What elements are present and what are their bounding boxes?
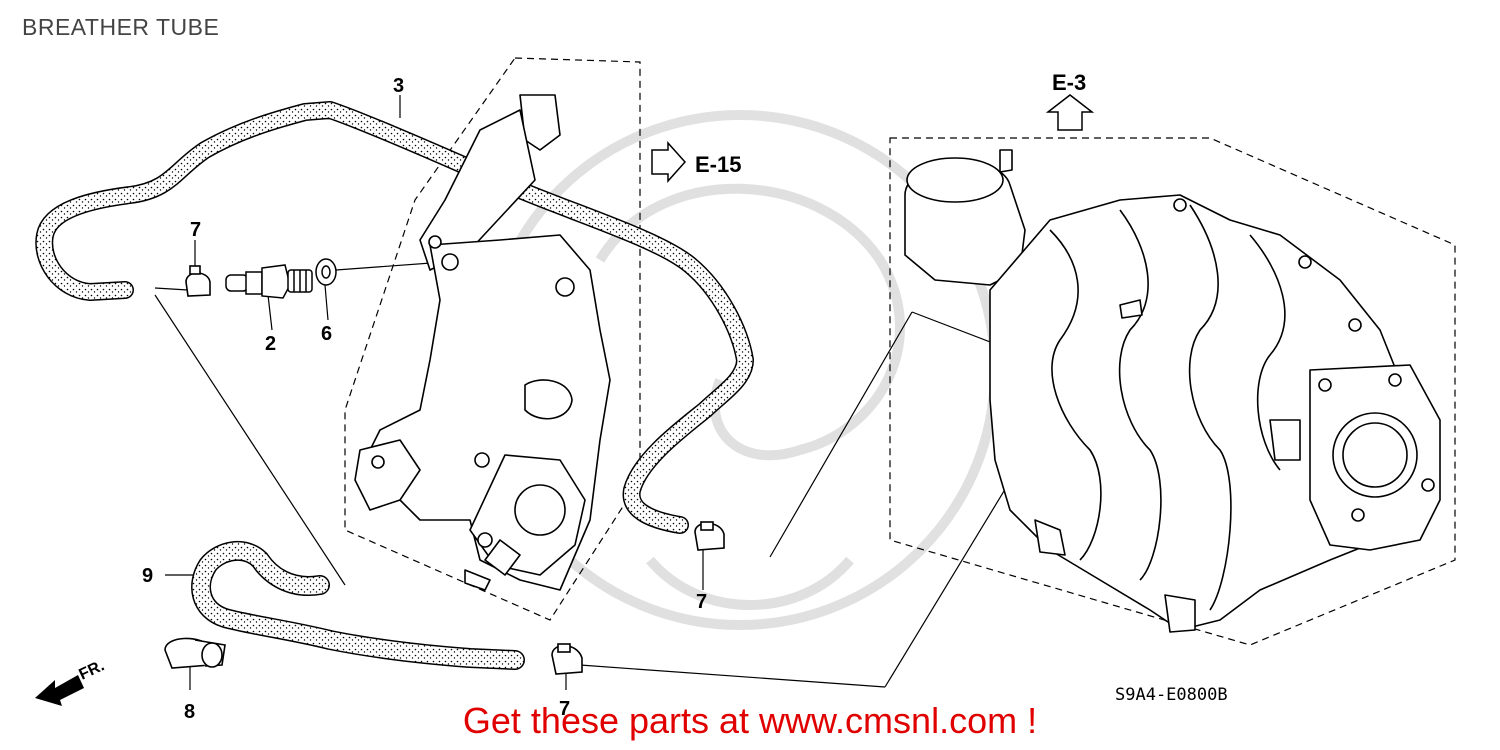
callout-9: 9: [142, 565, 153, 587]
callout-8: 8: [184, 701, 195, 723]
e15-arrow-icon: [651, 141, 687, 183]
callout-2: 2: [265, 333, 276, 355]
ref-e3: E-3: [1052, 70, 1086, 95]
hose-9: [191, 540, 525, 670]
clamp-7-upper: [185, 265, 211, 297]
clamp-8: [164, 637, 226, 669]
engine-bracket: [354, 94, 611, 591]
callout-7-upper: 7: [190, 219, 201, 241]
callout-6: 6: [321, 323, 332, 345]
front-arrow-icon: [35, 675, 84, 706]
diagram-code: S9A4-E0800B: [1115, 685, 1228, 705]
clamp-7-lower: [551, 643, 583, 675]
clamp-7-middle: [694, 521, 725, 551]
bracket-dashed-outline: [344, 57, 641, 621]
callout-7-middle: 7: [696, 591, 707, 613]
intake-manifold: [904, 149, 1441, 633]
pcv-valve-2: [225, 264, 313, 299]
callout-7-lower: 7: [559, 698, 570, 720]
e3-arrow-icon: [1045, 94, 1095, 131]
page-title: BREATHER TUBE: [22, 14, 220, 40]
ref-e15: E-15: [695, 152, 741, 177]
promo-link[interactable]: Get these parts at www.cmsnl.com !: [462, 700, 1038, 741]
front-label: FR.: [77, 657, 108, 683]
washer-6: [315, 258, 337, 286]
callout-3: 3: [393, 75, 404, 97]
manifold-dashed-outline: [889, 137, 1456, 646]
